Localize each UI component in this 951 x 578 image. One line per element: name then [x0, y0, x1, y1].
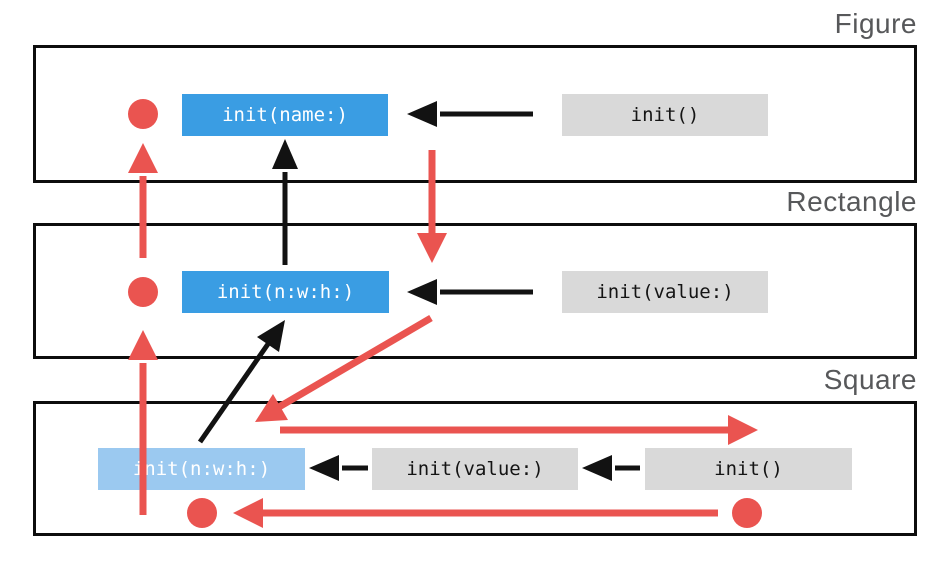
class-box-rectangle	[33, 223, 917, 359]
phase-arrow-down-figure-to-rectangle	[417, 150, 447, 263]
delegation-arrow-square-value-to-designated	[309, 455, 368, 481]
phase-arrow-left-along-square-bottom	[233, 498, 718, 528]
class-label-square: Square	[823, 364, 917, 395]
phase-arrow-up-to-figure-dot	[128, 143, 158, 258]
phase-dot-rectangle	[128, 277, 158, 307]
rectangle-designated-init-box: init(n:w:h:)	[182, 271, 389, 313]
square-convenience-init-box: init()	[645, 448, 852, 490]
class-box-square	[33, 401, 917, 536]
phase-dot-square-right	[732, 498, 762, 528]
phase-arrow-up-to-rectangle-dot	[128, 330, 158, 515]
class-label-rectangle: Rectangle	[786, 186, 917, 217]
square-designated-init-box: init(n:w:h:)	[98, 448, 305, 490]
square-convenience-value-init-box: init(value:)	[372, 448, 578, 490]
delegation-arrow-square-init-to-value	[582, 455, 640, 481]
phase-arrow-right-across-square	[280, 415, 758, 445]
figure-convenience-init-box: init()	[562, 94, 768, 136]
delegation-arrow-figure-convenience-to-designated	[407, 101, 533, 127]
phase-dot-square-left	[187, 498, 217, 528]
delegation-arrow-rectangle-to-figure-super	[272, 139, 298, 265]
class-label-figure: Figure	[834, 8, 917, 39]
delegation-arrow-square-to-rectangle-super	[197, 320, 285, 444]
rectangle-convenience-init-box: init(value:)	[562, 271, 768, 313]
figure-designated-init-box: init(name:)	[182, 94, 388, 136]
phase-dot-figure	[128, 99, 158, 129]
phase-arrow-diagonal-rectangle-to-square	[255, 314, 433, 422]
class-box-figure	[33, 45, 917, 183]
delegation-arrow-rectangle-convenience-to-designated	[407, 279, 533, 305]
